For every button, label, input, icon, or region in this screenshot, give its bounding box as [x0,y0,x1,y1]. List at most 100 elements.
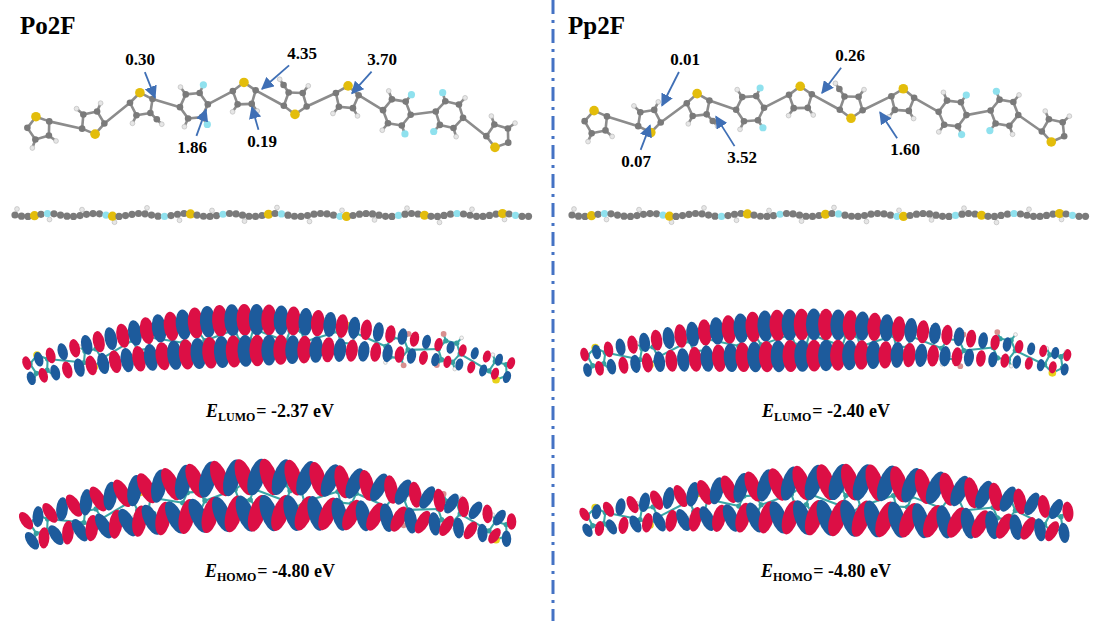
atom [405,206,410,211]
atom [31,112,41,122]
atom [646,210,653,217]
atom [855,93,862,100]
atom [739,94,746,101]
orbital-lobe [84,354,99,376]
orbital-lobe [430,352,441,367]
atom [987,107,994,114]
atom [74,106,79,111]
chemical-bond [463,118,486,136]
atom [130,121,135,126]
atom [906,212,913,219]
atom [581,118,588,125]
orbital-lobe [902,342,916,367]
atom [757,84,764,91]
atom [407,111,414,118]
chemical-bond [764,95,789,108]
orbital-lobe [469,346,480,360]
atom [809,213,816,220]
energy-value: = -4.80 eV [257,562,335,582]
atom [98,101,103,106]
atom [702,205,707,210]
orbital-lobe [490,367,501,381]
atom [167,212,174,219]
atom [483,133,490,140]
atom [1043,109,1048,114]
atom [911,116,916,121]
orbital-lobe [879,314,894,342]
chemical-bond [256,90,284,105]
atom [291,213,298,220]
energy-label: EHOMO= -4.80 eV [205,562,335,582]
orbital-lobe [1002,337,1013,353]
atom [46,118,53,125]
atom [401,362,407,368]
atom [841,212,848,219]
atom [932,212,939,219]
leader-arrow [262,65,289,89]
atom [242,219,247,224]
atom [234,101,241,108]
orbital-lobe [506,356,517,370]
orbital-lobe [477,523,488,542]
atom [473,213,480,220]
atom [837,106,844,113]
orbital-lobe [38,527,50,549]
atom [887,114,892,119]
atom [750,212,757,219]
orbital-lobe [454,358,464,372]
atom [1075,213,1082,220]
orbital-lobe [466,499,485,521]
atom [362,210,369,217]
energy-symbol: E [761,562,773,582]
atom [1009,364,1013,368]
atom [993,88,1000,95]
atom [1023,212,1030,219]
energy-subscript: HOMO [773,571,812,584]
atom [453,210,460,217]
atom [1006,123,1013,130]
atom [89,210,96,217]
orbital-lobe [582,362,593,377]
atom [997,212,1004,219]
atom [958,131,965,138]
atom [958,211,965,218]
orbital-lobe [359,319,373,341]
atom [811,113,816,118]
atom [891,107,898,114]
atom [486,212,493,219]
atom [835,210,842,217]
orbital-lobe [1048,361,1058,374]
orbital-lobe [928,322,942,345]
energy-label: ELUMO= -2.37 eV [206,402,334,422]
orbital-lobe [409,331,421,348]
atom [809,91,816,98]
atom [18,213,25,220]
atom [230,109,235,114]
atom [456,101,463,108]
orbital-lobe [1038,344,1048,357]
atom [135,210,142,217]
orbital-lobe [457,344,467,358]
orbital-lobe [614,498,626,517]
atom [776,211,783,218]
atom [63,213,70,220]
atom [24,125,31,132]
chemical-bond [104,103,130,124]
atom [906,108,913,115]
atom [133,112,140,119]
orbital-lobe [591,344,602,360]
atom [683,100,690,107]
orbital-lobe [347,316,361,339]
dihedral-angle: 0.07 [621,153,651,172]
atom [594,211,601,218]
atom [657,119,664,126]
orbital-lobe [676,348,691,373]
atom [1017,93,1022,98]
atom [271,210,278,217]
leader-arrow [196,110,206,136]
orbital-lobe [335,314,350,339]
orbital-lobe [638,332,651,353]
orbital-lobe [890,342,905,369]
chemical-bond [607,116,638,126]
